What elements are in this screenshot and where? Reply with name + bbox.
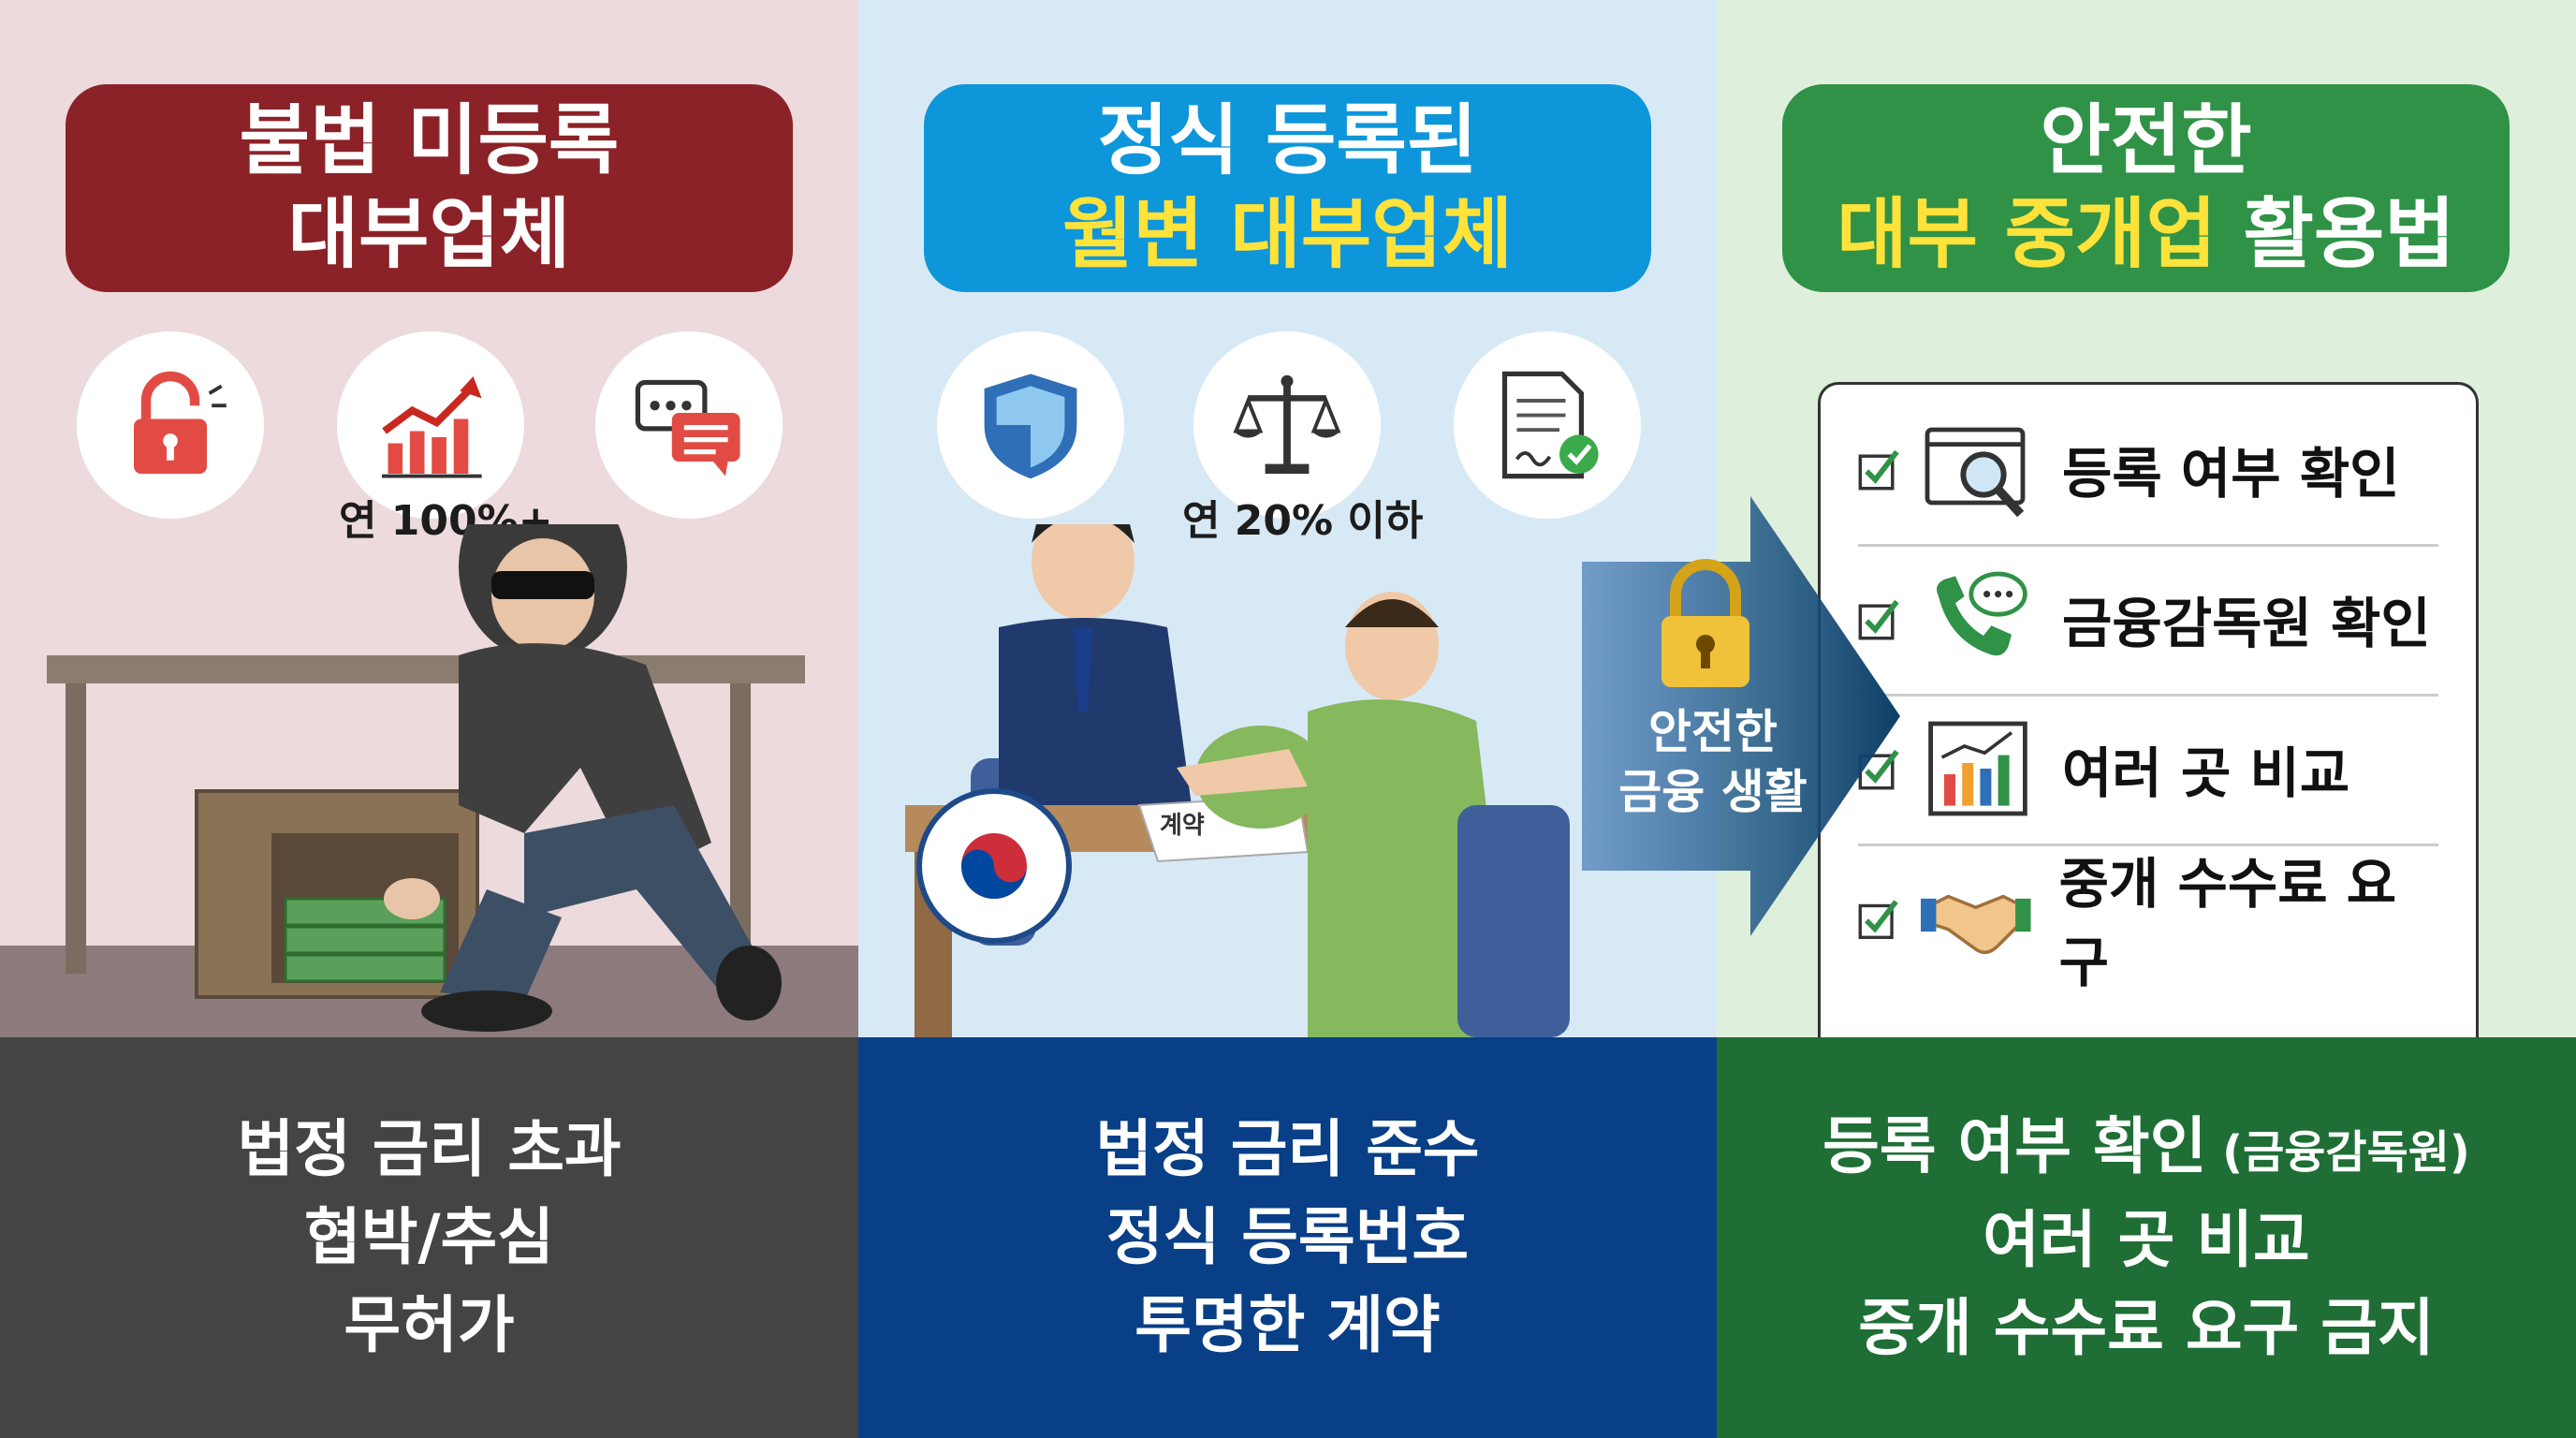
compare-chart-icon	[1928, 721, 2027, 816]
checklist-label: 중개 수수료 요구	[2058, 852, 2397, 994]
contract-label: 계약	[1160, 812, 1205, 840]
title-line: 대부업체	[287, 190, 571, 279]
loan-signing-handshake-illustration: 계약	[905, 524, 1570, 1037]
title-line: 안전한	[2040, 96, 2252, 185]
interest-rate-label: 연 20% 이하	[1182, 497, 1424, 545]
checklist-item: 중개 수수료 요구	[1858, 845, 2438, 994]
checklist-item: 등록 여부 확인	[1858, 396, 2438, 542]
summary-main: 등록 여부 확인	[1822, 1110, 2207, 1182]
scales-of-justice-icon	[1193, 331, 1381, 519]
checklist-item: 금융감독원 확인	[1858, 546, 2438, 692]
summary-line: 법정 금리 준수	[1095, 1113, 1480, 1185]
checklist-item: 여러 곳 비교	[1858, 696, 2438, 842]
summary-line: 무허가	[344, 1289, 515, 1361]
title-line: 정식 등록된	[1097, 96, 1478, 185]
summary-line: 여러 곳 비교	[1983, 1204, 2310, 1276]
thief-stealing-money-illustration	[0, 524, 858, 1037]
arrow-caption-line: 금융 생활	[1618, 765, 1808, 819]
divider	[1858, 694, 2438, 697]
panel-registered-lender: 정식 등록된 월변 대부업체 연 20% 이하	[858, 0, 1717, 1438]
summary-line: 법정 금리 초과	[237, 1113, 622, 1185]
unlocked-padlock-icon	[77, 331, 264, 519]
divider	[1858, 544, 2438, 547]
title-highlight: 대부 중개업	[1837, 190, 2217, 279]
checklist-label: 등록 여부 확인	[2062, 442, 2400, 506]
panel-summary-illegal: 법정 금리 초과 협박/추심 무허가	[0, 1037, 858, 1438]
summary-line: 협박/추심	[304, 1201, 554, 1273]
right-arrow-icon	[1582, 496, 1900, 936]
checklist-label: 금융감독원 확인	[2062, 592, 2431, 655]
checkbox-checked-icon	[1858, 449, 1899, 491]
summary-line: 중개 수수료 요구 금지	[1858, 1292, 2435, 1364]
checklist-label: 여러 곳 비교	[2062, 741, 2350, 805]
summary-line: 정식 등록번호	[1105, 1201, 1470, 1273]
handshake-icon	[1921, 894, 2031, 955]
panel-summary-registered: 법정 금리 준수 정식 등록번호 투명한 계약	[858, 1037, 1717, 1438]
summary-note: (금융감독원)	[2206, 1126, 2470, 1179]
panel-title-registered: 정식 등록된 월변 대부업체	[924, 84, 1651, 292]
summary-line: 등록 여부 확인 (금융감독원)	[1822, 1103, 2470, 1196]
phone-chat-icon	[1937, 571, 2027, 656]
shield-icon	[937, 331, 1124, 519]
chat-bubbles-icon	[595, 331, 783, 519]
checkbox-checked-icon	[1858, 900, 1898, 939]
title-line: 불법 미등록	[239, 96, 620, 185]
panel-summary-broker: 등록 여부 확인 (금융감독원) 여러 곳 비교 중개 수수료 요구 금지	[1717, 1037, 2576, 1438]
arrow-caption-line: 안전한	[1648, 705, 1778, 759]
rising-chart-icon	[337, 331, 524, 519]
panel-title-broker: 안전한 대부 중개업 활용법	[1782, 84, 2510, 292]
browser-search-icon	[1925, 427, 2026, 518]
checkbox-checked-icon	[1858, 749, 1899, 790]
safety-checklist: 등록 여부 확인 금융감독원 확인 여러 곳 비교 중개 수수료 요구	[1818, 382, 2479, 1040]
panel-title-illegal: 불법 미등록 대부업체	[66, 84, 793, 292]
arrow-caption: 안전한 금융 생활	[1582, 702, 1844, 822]
title-rest: 활용법	[2216, 190, 2455, 279]
padlock-icon	[1661, 559, 1749, 687]
verified-document-icon	[1454, 331, 1641, 519]
panel-illegal-lender: 불법 미등록 대부업체 연 100%+	[0, 0, 858, 1438]
title-line: 대부 중개업 활용법	[1837, 188, 2455, 282]
title-line-highlight: 월변 대부업체	[1061, 190, 1514, 279]
summary-line: 투명한 계약	[1134, 1289, 1441, 1361]
divider	[1858, 844, 2438, 846]
checkbox-checked-icon	[1858, 599, 1899, 640]
